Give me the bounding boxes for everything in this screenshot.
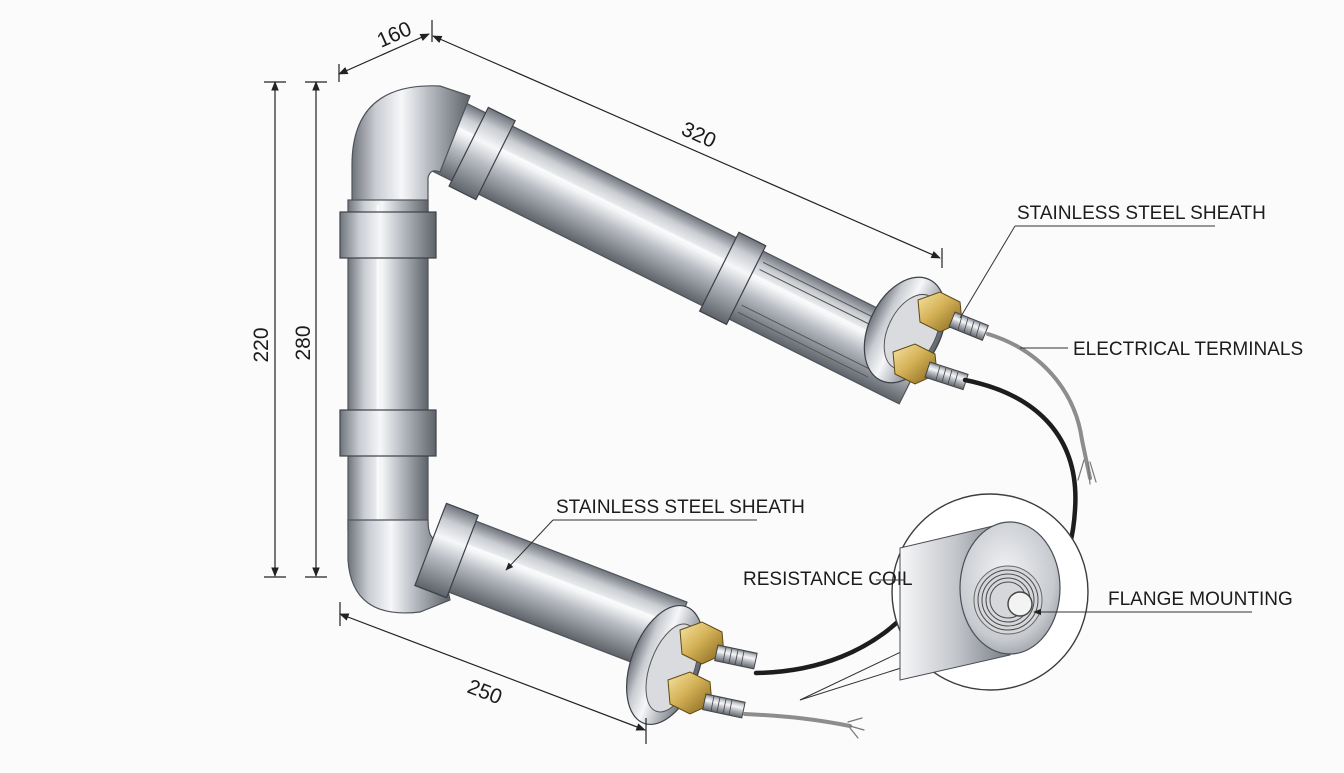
flange-detail-callout xyxy=(799,493,1089,701)
label-sheath-upper: STAINLESS STEEL SHEATH xyxy=(1017,203,1266,224)
terminal-stud xyxy=(948,311,990,341)
vertical-tube xyxy=(339,199,437,531)
tube-coupling xyxy=(339,211,437,259)
lower-wire-light xyxy=(743,712,852,728)
tube-coupling xyxy=(414,502,479,599)
dim-left-outer: 220 xyxy=(250,327,273,362)
dim-line-top-long xyxy=(432,35,941,259)
terminal-stud xyxy=(714,644,758,670)
dim-top-short: 160 xyxy=(374,17,415,52)
terminal-stud xyxy=(702,693,746,719)
tube-coupling xyxy=(339,409,437,457)
upper-tube xyxy=(397,85,934,405)
dim-top-long: 320 xyxy=(678,118,719,153)
upper-end-fittings xyxy=(863,276,990,391)
upper-wire-light xyxy=(986,332,1092,480)
dim-left-inner: 280 xyxy=(292,325,315,360)
labels: STAINLESS STEEL SHEATH ELECTRICAL TERMIN… xyxy=(505,203,1303,616)
lower-wire-dark xyxy=(753,612,908,676)
label-terminals: ELECTRICAL TERMINALS xyxy=(1073,339,1303,360)
label-coil: RESISTANCE COIL xyxy=(743,569,913,590)
terminal-stud xyxy=(924,361,969,391)
label-flange: FLANGE MOUNTING xyxy=(1108,589,1293,610)
dim-line-top-short xyxy=(338,33,430,75)
label-sheath-lower: STAINLESS STEEL SHEATH xyxy=(556,497,805,518)
dim-line-bottom xyxy=(339,613,646,731)
dim-bottom: 250 xyxy=(464,675,505,709)
